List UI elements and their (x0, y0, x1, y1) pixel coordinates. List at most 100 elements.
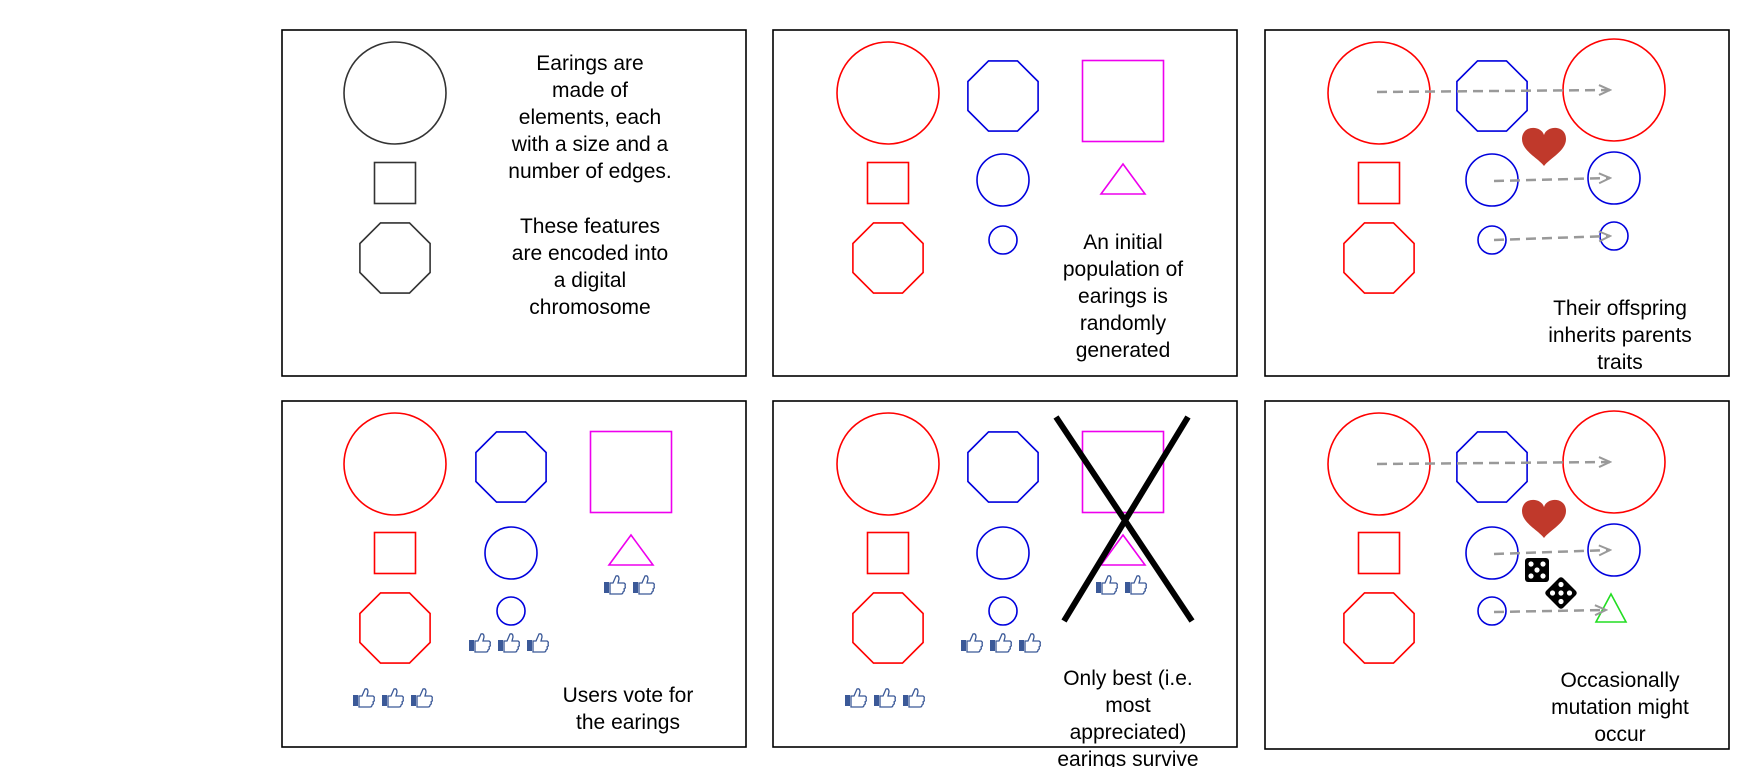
blue-circle (976, 153, 1030, 207)
inheritance-arrow (1493, 236, 1610, 240)
caption-line: occur (1594, 723, 1645, 746)
cross-out-icon (1061, 415, 1191, 623)
caption-line: inherits parents (1548, 324, 1692, 347)
dice-pip (1549, 590, 1556, 596)
thumbs-up-icon (603, 575, 626, 595)
caption-line: the earings (576, 711, 680, 734)
caption-line: elements, each (519, 106, 661, 129)
red-octagon (1343, 592, 1415, 664)
small-square-element (373, 161, 417, 205)
offspring-circle (1587, 523, 1641, 577)
blue-small-circle (988, 596, 1018, 626)
caption-line: Occasionally (1560, 669, 1680, 692)
thumbs-up-icon (497, 633, 520, 653)
dice-pip (1540, 561, 1546, 567)
thumbs-up-icon (468, 633, 491, 653)
inheritance-arrow (1493, 610, 1606, 612)
red-large-circle (836, 412, 940, 516)
red-octagon (852, 222, 924, 294)
thumbs-up-icon (1095, 575, 1118, 595)
panel-initial-population-frame (772, 29, 1238, 377)
magenta-square (589, 430, 673, 514)
caption-line: made of (552, 79, 628, 102)
panel-inheritance-frame (1264, 29, 1730, 377)
inheritance-arrow (1376, 462, 1610, 464)
octagon-element (359, 222, 431, 294)
blue-small-circle (496, 596, 526, 626)
inheritance-arrow (1493, 178, 1610, 181)
dice-icon (1545, 577, 1577, 609)
blue-circle (484, 526, 538, 580)
red-octagon (359, 592, 431, 664)
blue-octagon (1456, 60, 1528, 132)
caption-line: Users vote for (563, 684, 694, 707)
dice-icon (1525, 558, 1549, 582)
thumbs-up-icon (526, 633, 549, 653)
magenta-square (1081, 59, 1165, 143)
caption-line: traits (1597, 351, 1643, 374)
red-square (1357, 531, 1401, 575)
thumbs-up-icon (844, 688, 867, 708)
caption-line: most (1105, 694, 1151, 717)
dice-pip (1528, 561, 1534, 567)
dice-pip (1558, 598, 1564, 605)
thumbs-up-icon (1124, 575, 1147, 595)
caption-line: chromosome (529, 296, 650, 319)
offspring-large-circle (1562, 410, 1666, 514)
heart-icon (1522, 127, 1566, 166)
panel-encoding-frame (281, 29, 747, 377)
blue-octagon (967, 431, 1039, 503)
thumbs-up-icon (960, 633, 983, 653)
mutated-green-triangle (1594, 592, 1628, 623)
red-octagon (1343, 222, 1415, 294)
caption-line: earings is (1078, 285, 1168, 308)
caption-line: number of edges. (508, 160, 671, 183)
red-large-circle (836, 41, 940, 145)
dice-pip (1566, 590, 1573, 596)
caption-line: generated (1076, 339, 1171, 362)
blue-small-circle (988, 225, 1018, 255)
caption-line: Their offspring (1553, 297, 1687, 320)
thumbs-up-icon (902, 688, 925, 708)
caption-line: An initial (1083, 231, 1162, 254)
caption-line: are encoded into (512, 242, 668, 265)
inheritance-arrow (1493, 550, 1610, 554)
blue-octagon (475, 431, 547, 503)
magenta-triangle (1099, 533, 1147, 566)
thumbs-up-icon (410, 688, 433, 708)
large-circle-element (343, 41, 447, 145)
dice-pip (1558, 581, 1564, 588)
caption-line: Earings are (536, 52, 643, 75)
inheritance-arrow (1376, 90, 1610, 92)
caption-line: Only best (i.e. (1063, 667, 1193, 690)
blue-circle (976, 526, 1030, 580)
caption-line: mutation might (1551, 696, 1689, 719)
caption-line: appreciated) (1070, 721, 1187, 744)
thumbs-up-icon (873, 688, 896, 708)
thumbs-up-icon (381, 688, 404, 708)
blue-small-circle (1477, 225, 1507, 255)
magenta-triangle (607, 533, 655, 566)
blue-octagon (1456, 431, 1528, 503)
red-large-circle (343, 412, 447, 516)
panel-selection-frame (772, 400, 1238, 748)
caption-line: a digital (554, 269, 626, 292)
blue-octagon (967, 60, 1039, 132)
dice-pip (1534, 567, 1540, 573)
red-octagon (852, 592, 924, 664)
dice-pip (1528, 573, 1534, 579)
dice-pip (1558, 590, 1564, 596)
offspring-circle (1587, 151, 1641, 205)
caption-line: with a size and a (511, 133, 669, 156)
panel-voting-frame (281, 400, 747, 748)
red-square (866, 531, 910, 575)
caption-line: population of (1063, 258, 1183, 281)
red-square (1357, 161, 1401, 205)
caption-line: earings survive (1057, 748, 1198, 767)
red-square (866, 161, 910, 205)
blue-small-circle (1477, 596, 1507, 626)
offspring-large-circle (1562, 38, 1666, 142)
dice-pip (1540, 573, 1546, 579)
thumbs-up-icon (352, 688, 375, 708)
